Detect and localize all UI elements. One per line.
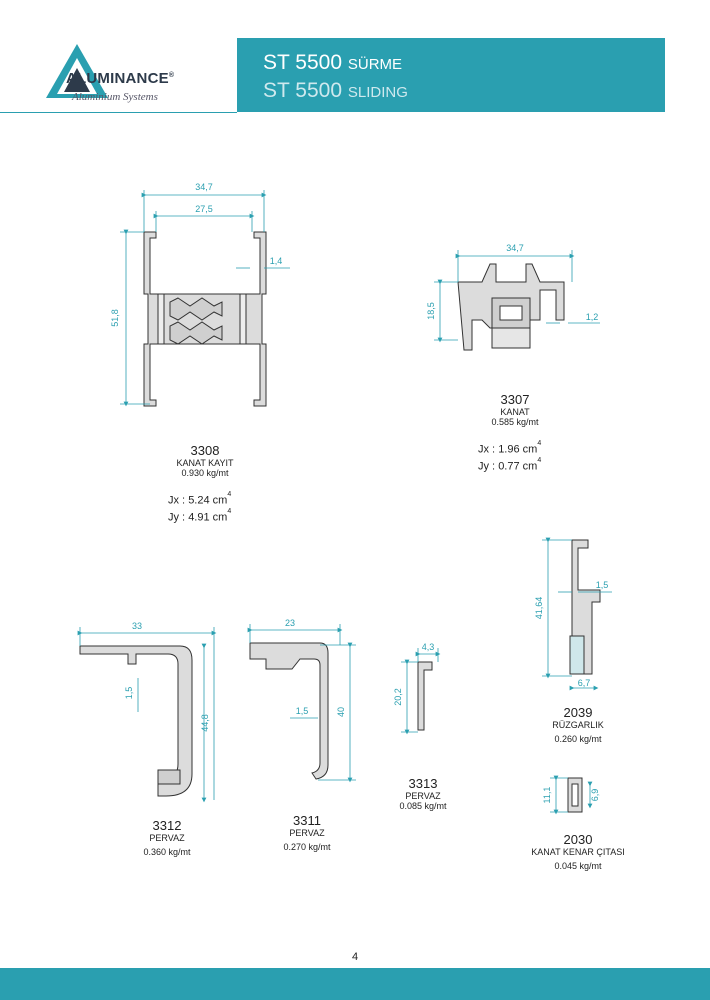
title-turkish: ST 5500 SÜRME bbox=[263, 51, 403, 74]
profile-2030-caption: 2030 KANAT KENAR ÇITASI 0.045 kg/mt bbox=[508, 832, 648, 871]
profile-code: 3311 bbox=[293, 813, 321, 828]
dim-3308-inner-width: 27,5 bbox=[195, 204, 213, 214]
profile-3307-drawing bbox=[457, 263, 565, 351]
profile-weight: 0.270 kg/mt bbox=[283, 842, 331, 852]
page-header: ALUMINANCE® Aluminium Systems ST 5500 SÜ… bbox=[0, 38, 710, 113]
dim-3311-wall: 1,5 bbox=[296, 706, 309, 716]
page-footer-band bbox=[0, 968, 710, 1000]
profile-code: 3312 bbox=[152, 818, 182, 833]
dim-2030-height: 11,1 bbox=[542, 787, 552, 804]
profile-weight: 0.260 kg/mt bbox=[554, 734, 602, 744]
dim-2039-wall: 1,5 bbox=[596, 580, 609, 590]
title-banner: ST 5500 SÜRME ST 5500 SLIDING bbox=[237, 38, 665, 112]
profile-3307-dims bbox=[434, 250, 600, 343]
profile-3311-dims bbox=[247, 624, 356, 783]
dim-2030-inner-height: 6,9 bbox=[590, 789, 600, 802]
dim-2039-height: 41,64 bbox=[534, 597, 544, 620]
profile-weight: 0.360 kg/mt bbox=[143, 847, 191, 857]
logo-name: ALUMINANCE® bbox=[66, 70, 175, 87]
profile-3312-dims bbox=[77, 627, 217, 803]
profile-code: 2039 bbox=[563, 705, 593, 720]
dim-3307-wall: 1,2 bbox=[586, 312, 599, 322]
profile-3312-drawing bbox=[79, 645, 193, 797]
logo: ALUMINANCE® Aluminium Systems bbox=[0, 38, 237, 113]
title-english: ST 5500 SLIDING bbox=[263, 79, 408, 102]
profile-name: PERVAZ bbox=[405, 791, 441, 801]
dim-3312-wall: 1,5 bbox=[124, 687, 134, 700]
profile-2030-drawing bbox=[567, 777, 583, 813]
dim-3311-height: 40 bbox=[336, 707, 346, 717]
profile-3308-jy: Jy : 4.91 cm4 bbox=[168, 508, 232, 524]
profile-code: 3313 bbox=[408, 776, 438, 791]
profile-3307-jx: Jx : 1.96 cm4 bbox=[478, 440, 542, 456]
profile-3308-drawing bbox=[143, 231, 267, 407]
profile-3308-caption: 3308 KANAT KAYIT 0.930 kg/mt bbox=[150, 443, 260, 478]
profile-3313-drawing bbox=[417, 661, 433, 731]
dim-3307-height: 18,5 bbox=[426, 302, 436, 320]
profile-name: KANAT KENAR ÇITASI bbox=[531, 847, 625, 857]
profile-3311-drawing bbox=[249, 642, 329, 780]
profile-3313-caption: 3313 PERVAZ 0.085 kg/mt bbox=[368, 776, 478, 811]
profile-name: PERVAZ bbox=[149, 833, 185, 843]
profile-2030-dims bbox=[550, 775, 593, 815]
profile-3307-jy: Jy : 0.77 cm4 bbox=[478, 457, 542, 473]
profile-name: PERVAZ bbox=[289, 828, 325, 838]
profile-weight: 0.930 kg/mt bbox=[181, 468, 229, 478]
page-number: 4 bbox=[351, 951, 359, 963]
profile-3312-caption: 3312 PERVAZ 0.360 kg/mt bbox=[112, 818, 222, 857]
profile-weight: 0.045 kg/mt bbox=[554, 861, 602, 871]
logo-tagline: Aluminium Systems bbox=[72, 91, 158, 103]
dim-2039-width: 6,7 bbox=[578, 678, 591, 688]
logo-triangle-icon bbox=[46, 44, 108, 98]
profile-name: KANAT KAYIT bbox=[176, 458, 234, 468]
profile-3308-dims bbox=[120, 190, 290, 407]
dim-3307-width: 34,7 bbox=[506, 243, 524, 253]
dim-3312-height: 44,8 bbox=[200, 714, 210, 732]
dim-3313-width: 4,3 bbox=[422, 642, 435, 652]
dim-3308-height: 51,8 bbox=[110, 309, 120, 327]
profile-2039-caption: 2039 RÜZGARLIK 0.260 kg/mt bbox=[523, 705, 633, 744]
profile-2039-dims bbox=[542, 537, 612, 691]
profile-name: KANAT bbox=[500, 407, 530, 417]
dim-3308-wall: 1,4 bbox=[270, 256, 283, 266]
dim-3312-width: 33 bbox=[132, 621, 142, 631]
profile-code: 2030 bbox=[563, 832, 593, 847]
profile-3313-dims bbox=[401, 648, 441, 735]
dim-3311-width: 23 bbox=[285, 618, 295, 628]
profile-3308-jx: Jx : 5.24 cm4 bbox=[168, 491, 232, 507]
profile-2039-drawing bbox=[569, 539, 601, 675]
dim-3308-width: 34,7 bbox=[195, 182, 213, 192]
profile-code: 3308 bbox=[190, 443, 220, 458]
profile-weight: 0.085 kg/mt bbox=[399, 801, 447, 811]
profile-3311-caption: 3311 PERVAZ 0.270 kg/mt bbox=[252, 813, 362, 852]
profile-weight: 0.585 kg/mt bbox=[491, 417, 539, 427]
profile-code: 3307 bbox=[500, 392, 530, 407]
dim-3313-height: 20,2 bbox=[393, 688, 403, 706]
profile-name: RÜZGARLIK bbox=[552, 720, 604, 730]
profile-3307-caption: 3307 KANAT 0.585 kg/mt bbox=[460, 392, 570, 427]
